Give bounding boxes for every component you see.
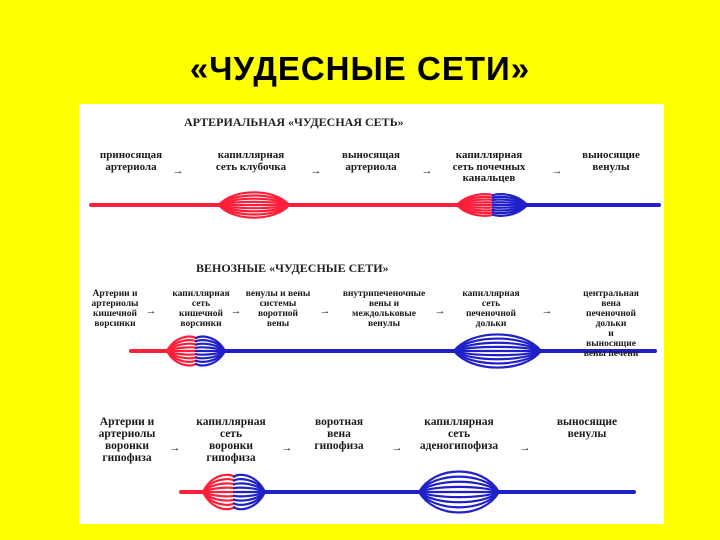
- capillary-network: [455, 203, 495, 217]
- label-intrahepatic-veins: внутрипеченочные вены и междольковые вен…: [342, 289, 426, 329]
- label-villus-capillaries: капиллярная сеть кишечной ворсинки: [172, 289, 230, 329]
- arrow-icon: →: [391, 442, 403, 454]
- arrow-icon: →: [551, 165, 563, 177]
- vessel-diagram: [89, 191, 661, 514]
- capillary-network: [417, 480, 501, 494]
- capillary-network: [417, 490, 501, 499]
- capillary-network: [417, 490, 501, 514]
- capillary-network: [201, 490, 236, 511]
- capillary-network: [194, 349, 227, 367]
- label-infundibulum-arteries: Артерии и артериолы воронки гипофиза: [98, 416, 156, 465]
- arrow-icon: →: [172, 165, 184, 177]
- arrow-icon: →: [281, 442, 293, 454]
- arrow-icon: →: [319, 305, 331, 317]
- label-villus-arteries: Артерии и артериолы кишечной ворсинки: [91, 289, 139, 329]
- capillary-network: [217, 203, 291, 213]
- capillary-network: [452, 341, 543, 353]
- arrow-icon: →: [145, 305, 157, 317]
- capillary-network: [452, 349, 543, 357]
- arrow-icon: →: [519, 442, 531, 454]
- label-efferent-venules-pituitary: выносящие венулы: [556, 416, 618, 441]
- label-efferent-venules: выносящие венулы: [582, 149, 640, 173]
- label-afferent-arteriole: приносящая артериола: [99, 149, 163, 173]
- capillary-network: [217, 203, 291, 210]
- capillary-network: [417, 470, 501, 494]
- capillary-network: [217, 203, 291, 219]
- capillary-network: [491, 203, 529, 217]
- capillary-network: [417, 485, 501, 494]
- arrow-icon: →: [230, 305, 242, 317]
- label-adenohypophysis-capillaries: капиллярная сеть аденогипофиза: [419, 416, 499, 453]
- arrow-icon: →: [169, 442, 181, 454]
- section-arterial-heading: АРТЕРИАЛЬНАЯ «ЧУДЕСНАЯ СЕТЬ»: [184, 115, 404, 129]
- section-venous-heading: ВЕНОЗНЫЕ «ЧУДЕСНЫЕ СЕТИ»: [196, 261, 389, 275]
- diagram-panel: АРТЕРИАЛЬНАЯ «ЧУДЕСНАЯ СЕТЬ» приносящая …: [79, 104, 664, 524]
- capillary-network: [165, 349, 198, 367]
- label-glomerular-capillaries: капиллярная сеть клубочка: [215, 149, 287, 173]
- label-infundibulum-capillaries: капиллярная сеть воронки гипофиза: [196, 416, 266, 465]
- capillary-network: [452, 337, 543, 353]
- label-tubular-capillaries: капиллярная сеть почечных канальцев: [452, 149, 526, 185]
- capillary-network: [417, 490, 501, 504]
- capillary-network: [452, 349, 543, 365]
- capillary-network: [417, 475, 501, 494]
- label-hypophyseal-portal-vein: воротная вена гипофиза: [314, 416, 364, 453]
- capillary-network: [452, 349, 543, 361]
- label-lobule-capillaries: капиллярная сеть печеночной дольки: [462, 289, 520, 329]
- arrow-icon: →: [541, 305, 553, 317]
- capillary-network: [452, 333, 543, 353]
- capillary-network: [417, 490, 501, 509]
- capillary-network: [232, 490, 267, 511]
- capillary-network: [452, 349, 543, 369]
- arrow-icon: →: [421, 165, 433, 177]
- label-efferent-arteriole: выносящая артериола: [342, 149, 400, 173]
- slide-title: «ЧУДЕСНЫЕ СЕТИ»: [189, 50, 531, 87]
- label-central-vein: центральная вена печеночной дольки и вын…: [583, 289, 639, 359]
- arrow-icon: →: [310, 165, 322, 177]
- capillary-network: [452, 345, 543, 353]
- arrow-icon: →: [434, 305, 446, 317]
- label-portal-venules: венулы и вены системы воротной вены: [245, 289, 311, 329]
